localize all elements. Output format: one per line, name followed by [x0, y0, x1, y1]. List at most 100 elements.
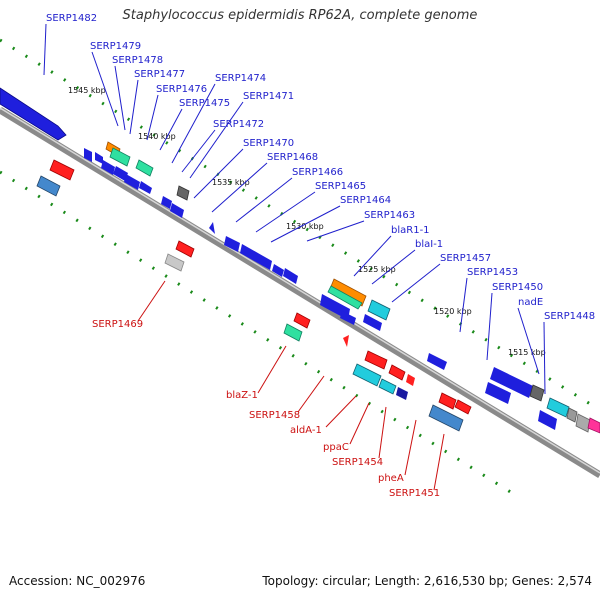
reverse-gene-label[interactable]: blaZ-1 [226, 390, 258, 401]
gene-feature[interactable] [546, 397, 570, 418]
reverse-gene-label[interactable]: pheA [378, 473, 404, 484]
forward-gene-label[interactable]: SERP1450 [492, 282, 543, 293]
reverse-gene-label[interactable]: SERP1451 [389, 488, 440, 499]
gene-feature[interactable] [113, 166, 128, 181]
gene-feature[interactable] [224, 236, 240, 252]
gene-feature[interactable] [538, 410, 557, 430]
gene-feature[interactable] [327, 285, 363, 310]
gene-feature[interactable] [406, 374, 415, 386]
forward-gene-label[interactable]: nadE [518, 297, 543, 308]
forward-label-leader [189, 101, 244, 179]
reverse-gene-label[interactable]: aldA-1 [290, 425, 322, 436]
forward-gene-label[interactable]: SERP1470 [243, 138, 294, 149]
gene-feature[interactable] [454, 399, 472, 415]
forward-label-leader [193, 148, 244, 199]
forward-gene-label[interactable]: SERP1465 [315, 181, 366, 192]
gene-feature[interactable] [109, 147, 131, 167]
forward-gene-label[interactable]: SERP1472 [213, 119, 264, 130]
gene-feature[interactable] [396, 387, 408, 400]
gene-feature[interactable] [378, 378, 397, 395]
forward-label-leader [235, 177, 293, 223]
gene-feature[interactable] [575, 413, 591, 433]
gene-feature[interactable] [428, 404, 464, 432]
kbp-tick-label: 1545 kbp [68, 86, 106, 95]
reverse-gene-label[interactable]: SERP1454 [332, 457, 383, 468]
gene-feature[interactable] [490, 367, 533, 398]
gene-feature[interactable] [283, 268, 298, 284]
kbp-tick-label: 1535 kbp [212, 178, 250, 187]
forward-gene-label[interactable]: SERP1474 [215, 73, 266, 84]
gene-feature[interactable] [84, 148, 92, 162]
gene-feature[interactable] [95, 152, 103, 164]
gene-feature[interactable] [293, 312, 311, 329]
label-leaders [43, 23, 546, 491]
reverse-gene-label[interactable]: SERP1458 [249, 410, 300, 421]
gene-feature[interactable] [438, 392, 457, 410]
kbp-tick-label: 1520 kbp [434, 307, 472, 316]
gene-feature[interactable] [587, 417, 600, 434]
forward-label-leader [353, 235, 392, 277]
gene-feature[interactable] [161, 196, 172, 209]
gene-feature[interactable] [0, 87, 67, 141]
gene-feature[interactable] [485, 382, 511, 404]
forward-gene-label[interactable]: SERP1475 [179, 98, 230, 109]
gene-feature[interactable] [170, 203, 184, 218]
map-title: Staphylococcus epidermidis RP62A, comple… [122, 8, 478, 23]
forward-gene-label[interactable]: blaR1-1 [391, 225, 430, 236]
gene-feature[interactable] [176, 185, 190, 201]
forward-label-leader [129, 79, 139, 135]
gene-feature[interactable] [367, 299, 391, 321]
gene-feature[interactable] [240, 244, 272, 270]
forward-label-leader [255, 191, 316, 233]
forward-gene-label[interactable]: SERP1482 [46, 13, 97, 24]
forward-gene-label[interactable]: SERP1471 [243, 91, 294, 102]
gene-feature[interactable] [352, 363, 382, 387]
forward-gene-label[interactable]: SERP1453 [467, 267, 518, 278]
forward-label-leader [306, 220, 365, 242]
gene-feature[interactable] [529, 384, 545, 402]
gene-feature[interactable] [135, 159, 154, 177]
forward-label-leader [391, 263, 441, 303]
gene-feature[interactable] [124, 174, 140, 190]
gene-feature[interactable] [363, 314, 382, 331]
gene-feature[interactable] [209, 222, 215, 234]
forward-gene-label[interactable]: SERP1468 [267, 152, 318, 163]
reverse-label-leader [257, 345, 287, 394]
gene-feature[interactable] [329, 278, 367, 307]
gene-feature[interactable] [283, 323, 303, 342]
gene-feature[interactable] [340, 311, 356, 325]
gene-feature[interactable] [343, 335, 349, 347]
gene-feature[interactable] [364, 350, 388, 370]
forward-label-leader [171, 83, 216, 164]
reverse-gene-label[interactable]: ppaC [323, 442, 349, 453]
gene-feature[interactable] [139, 181, 152, 194]
gene-feature[interactable] [566, 407, 578, 423]
reverse-label-leader [378, 406, 387, 459]
forward-gene-label[interactable]: SERP1476 [156, 84, 207, 95]
inner-tick-track [0, 170, 521, 500]
reverse-gene-label[interactable]: SERP1469 [92, 319, 143, 330]
forward-label-leader [146, 94, 159, 141]
forward-gene-label[interactable]: SERP1466 [292, 167, 343, 178]
forward-gene-label[interactable]: SERP1448 [544, 311, 595, 322]
gene-feature[interactable] [427, 353, 447, 370]
gene-feature[interactable] [101, 160, 115, 175]
gene-feature[interactable] [36, 175, 61, 197]
forward-gene-label[interactable]: blaI-1 [415, 239, 443, 250]
forward-label-leader [270, 205, 341, 243]
forward-gene-label[interactable]: SERP1478 [112, 55, 163, 66]
gene-feature[interactable] [388, 364, 406, 381]
forward-label-leader [91, 51, 119, 127]
gene-feature[interactable] [164, 253, 185, 272]
genome-backbone [0, 107, 600, 478]
forward-label-leader [371, 249, 416, 285]
gene-feature[interactable] [272, 264, 284, 277]
gene-feature[interactable] [49, 159, 75, 181]
forward-gene-label[interactable]: SERP1464 [340, 195, 391, 206]
forward-gene-label[interactable]: SERP1477 [134, 69, 185, 80]
forward-gene-label[interactable]: SERP1479 [90, 41, 141, 52]
forward-gene-label[interactable]: SERP1457 [440, 253, 491, 264]
forward-gene-label[interactable]: SERP1463 [364, 210, 415, 221]
gene-feature[interactable] [175, 240, 195, 258]
